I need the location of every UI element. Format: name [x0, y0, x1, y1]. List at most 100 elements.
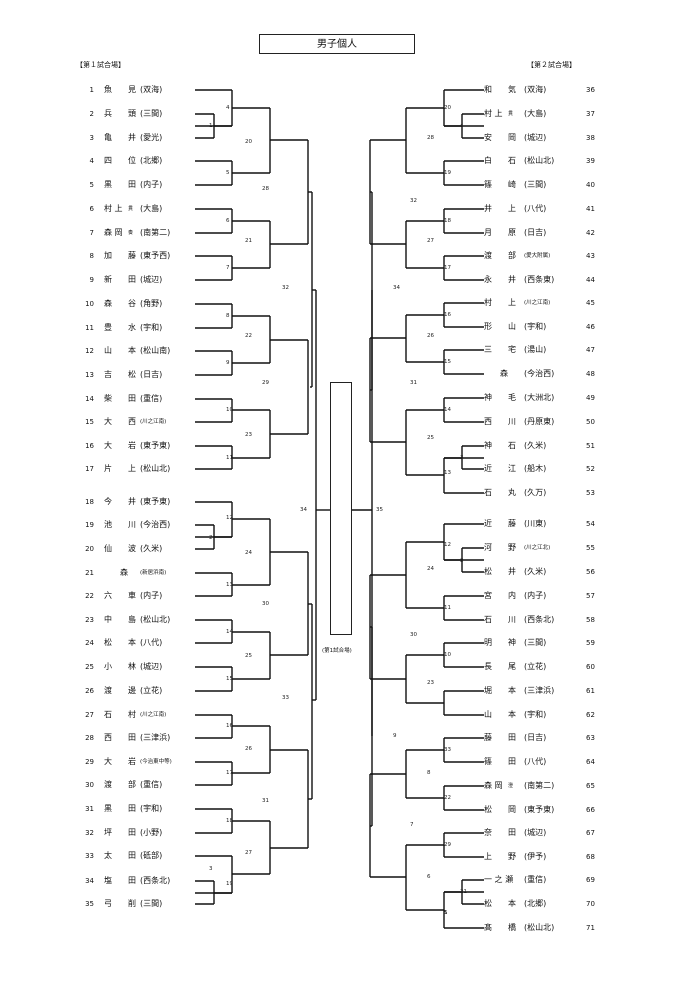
match-number-right: 9	[393, 733, 397, 739]
player-team: (湯山)	[524, 345, 547, 354]
match-number-left: 25	[245, 653, 252, 659]
match-number-right: 23	[427, 680, 434, 686]
player-number: 59	[586, 639, 595, 647]
player-team: (双海)	[524, 85, 547, 94]
match-number-right: 22	[444, 795, 451, 801]
player-number: 60	[586, 663, 595, 671]
player-number: 4	[89, 157, 94, 165]
player-number: 29	[85, 758, 94, 766]
player-number: 12	[85, 347, 94, 355]
player-name: 渡 邊	[104, 686, 136, 695]
match-number-left: 2	[209, 535, 213, 541]
player-name: 月 原	[484, 228, 516, 237]
player-team: (三津浜)	[140, 733, 171, 742]
player-name: 形 山	[484, 322, 516, 331]
player-team: (久万)	[524, 488, 547, 497]
player-team: (今治東中等)	[140, 759, 172, 765]
player-team: (重信)	[140, 780, 163, 789]
player-team: (南第二)	[524, 781, 555, 790]
player-number: 34	[85, 877, 94, 885]
player-name: 大 西	[104, 417, 136, 426]
player-team: (三間)	[524, 180, 547, 189]
player-team: (北郷)	[524, 899, 547, 908]
player-name: 大 岩	[104, 757, 136, 766]
match-number-right: 21	[460, 889, 467, 895]
player-number: 27	[85, 711, 94, 719]
player-name: 河 野	[484, 543, 516, 552]
player-name: 塩 田	[104, 876, 136, 885]
player-number: 50	[586, 418, 595, 426]
player-team: (久米)	[140, 544, 163, 553]
player-name-initial: 澄	[508, 783, 514, 789]
player-name: 松 本	[484, 899, 516, 908]
player-name: 森 岡	[104, 228, 123, 237]
player-team: (今治西)	[524, 369, 555, 378]
player-team: (八代)	[140, 638, 163, 647]
player-entry: 34 塩 田 (西条北)	[76, 874, 196, 888]
player-team: (宇和)	[140, 323, 163, 332]
player-name: 井 上	[484, 204, 516, 213]
player-team: (北郷)	[140, 156, 163, 165]
player-name: 中 島	[104, 615, 136, 624]
player-name: 神 毛	[484, 393, 516, 402]
match-number-right: 11	[444, 605, 451, 611]
player-team: (日吉)	[524, 733, 547, 742]
match-number-left: 24	[245, 550, 252, 556]
player-number: 62	[586, 711, 595, 719]
player-name: 魚 見	[104, 85, 136, 94]
player-number: 61	[586, 687, 595, 695]
player-team: (川之江南)	[524, 300, 551, 306]
player-number: 52	[586, 465, 595, 473]
player-team: (砥部)	[140, 851, 163, 860]
player-team: (宇和)	[524, 322, 547, 331]
player-number: 32	[85, 829, 94, 837]
player-team: (西条北)	[140, 876, 171, 885]
player-name: 大 岩	[104, 441, 136, 450]
player-number: 17	[85, 465, 94, 473]
player-number: 40	[586, 181, 595, 189]
player-team: (八代)	[524, 204, 547, 213]
player-number: 2	[89, 110, 94, 118]
player-team: (日吉)	[140, 370, 163, 379]
match-number-left: 22	[245, 333, 252, 339]
player-name: 安 岡	[484, 133, 516, 142]
player-name: 山 本	[104, 346, 136, 355]
player-team: (船木)	[524, 464, 547, 473]
player-team: (内子)	[140, 180, 163, 189]
match-number-right: 14	[444, 407, 451, 413]
player-number: 28	[85, 734, 94, 742]
player-number: 8	[89, 252, 94, 260]
player-name: 近 江	[484, 464, 516, 473]
player-name: 村 上	[104, 204, 123, 213]
player-entry: 48 森 (今治西)	[484, 367, 614, 381]
player-name: 森 谷	[104, 299, 136, 308]
match-number-left: 27	[245, 850, 252, 856]
player-number: 37	[586, 110, 595, 118]
player-team: (松山北)	[524, 923, 555, 932]
player-name: 上 野	[484, 852, 516, 861]
player-team: (日吉)	[524, 228, 547, 237]
match-number-right: 29	[444, 842, 451, 848]
player-name-initial: 貫	[128, 206, 134, 212]
match-number-left: 32	[282, 285, 289, 291]
match-number-right: 5	[444, 910, 448, 916]
